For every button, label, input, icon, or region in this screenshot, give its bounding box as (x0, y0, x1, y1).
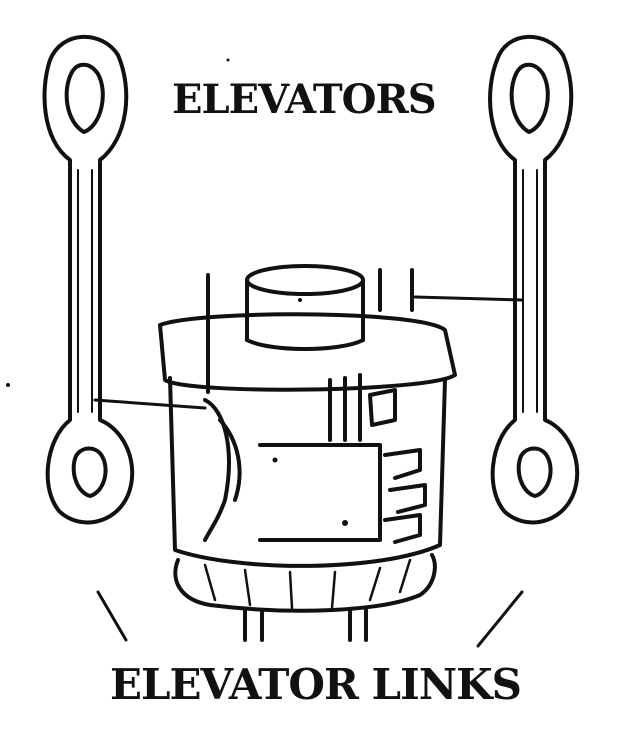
leader-links-right (476, 590, 524, 648)
elevator-link-right-icon (488, 34, 580, 525)
elevator-links-label: ELEVATOR LINKS (110, 660, 522, 709)
elevators-label: ELEVATORS (172, 76, 437, 123)
leader-elevators-left (93, 398, 207, 410)
elevator-body-icon (158, 264, 457, 642)
speck-dot-2 (226, 58, 230, 62)
speck-dot (6, 383, 10, 387)
leader-elevators-right (413, 295, 524, 302)
leader-links-left (96, 590, 128, 642)
elevator-link-left-icon (42, 34, 135, 525)
